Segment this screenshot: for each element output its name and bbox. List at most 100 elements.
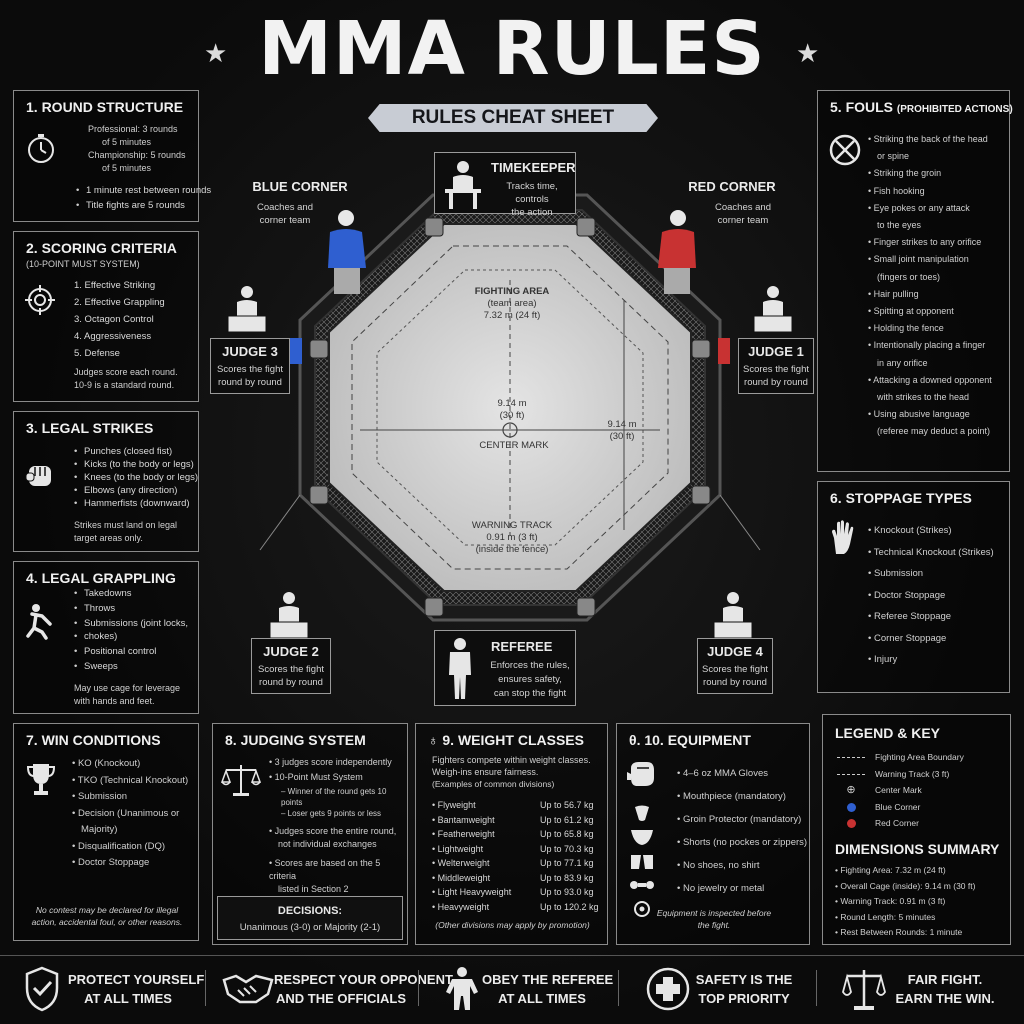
target-icon [25,285,55,315]
judge3-desk-icon [227,286,267,333]
mouthpiece-icon [635,805,649,821]
foul-item: • Eye pokes or any attack [868,202,970,213]
win-item-cont: Majority) [81,824,118,835]
foul-item: • Attacking a downed opponent [868,374,992,385]
weight-class-limit: Up to 83.9 kg [540,872,594,883]
judging-item: • Scores are based on the 5 criteria [269,858,381,881]
criteria-item: 2. Effective Grappling [74,297,165,308]
weights-intro: Fighters compete within weight classes. [432,755,591,765]
warning-track-label: WARNING TRACK 0.91 m (3 ft) (inside the … [471,520,553,555]
dimension-vertical: 9.14 m(30 ft) [497,398,527,421]
foul-item: • Hair pulling [868,288,919,299]
weight-class-limit: Up to 77.1 kg [540,858,594,868]
panel-title: 6. STOPPAGE TYPES [830,490,972,506]
timekeeper-title: TIMEKEEPER [491,160,576,175]
referee-icon [449,638,471,699]
panel-title: 3. LEGAL STRIKES [26,420,154,436]
judging-item: • Judges score the entire round, [269,826,397,836]
panel-win-conditions: 7. WIN CONDITIONS • KO (Knockout) • TKO … [13,723,199,941]
foul-item-cont: to the eyes [877,220,922,231]
win-item: • Doctor Stoppage [72,857,150,868]
judge2-title: JUDGE 2 [263,644,319,659]
legend-item-blue-corner: Blue Corner [837,799,964,816]
list-item: Kicks (to the body or legs) [74,458,198,471]
red-corner-coach-figure [658,210,696,294]
panel-title: 4. LEGAL GRAPPLING [26,570,176,586]
stoppage-item: • Knockout (Strikes) [868,525,952,536]
legend-items: Fighting Area Boundary Warning Track (3 … [837,749,964,832]
panel-legend: LEGEND & KEY Fighting Area Boundary Warn… [822,714,1011,945]
equipment-prefix: θ. [629,732,641,748]
groin-protector-icon [631,830,653,845]
octagon-diagram [259,193,761,622]
fouls-title-suffix: (PROHIBITED ACTIONS) [896,104,1013,115]
legend-item-warning-track: Warning Track (3 ft) [837,766,964,783]
judge4-desk-icon [713,592,753,639]
referee-box: REFEREE Enforces the rules,ensures safet… [434,630,576,706]
scales-of-justice-icon [842,970,886,1010]
page-title: MMA RULES [258,6,766,92]
footer-item-fair-fight: FAIR FIGHT.EARN THE WIN. [895,972,995,1006]
judge2-desk-icon [269,592,309,639]
list-item: Takedowns [74,587,188,600]
foul-item: • Striking the groin [868,168,942,179]
foul-item: • Using abusive language [868,409,970,420]
round-line: Professional: 3 rounds [88,124,178,134]
foul-item-cont: or spine [877,151,910,162]
legend-item-center-mark: ⊕Center Mark [837,782,964,799]
referee-sub: Enforces the rules,ensures safety,can st… [490,660,570,699]
referee-title: REFEREE [491,639,553,654]
note-line: 10-9 is a standard round. [74,380,175,390]
list-item: Positional control [74,645,188,658]
dimensions-title: DIMENSIONS SUMMARY [835,841,1000,857]
stoppage-item: • Injury [868,654,898,665]
judge3-title: JUDGE 3 [222,344,278,359]
panel-title: 1. ROUND STRUCTURE [26,99,184,115]
judge1-desk-icon [753,286,793,333]
legend-item-red-corner: Red Corner [837,815,964,832]
weights-prefix: ♁ [428,732,439,748]
weight-class-name: • Flyweight [432,800,476,810]
weights-intro: (Examples of common divisions) [432,779,555,789]
crosshair-icon: ⊕ [846,784,856,796]
stoppage-item: • Submission [868,568,924,579]
foul-item: • Finger strikes to any orifice [868,237,982,248]
note-line: Judges score each round. [74,367,178,377]
weight-class-limit: Up to 56.7 kg [540,800,594,810]
fighting-area-label: FIGHTING AREA (team area) 7.32 m (24 ft) [474,286,550,321]
panel-legal-grappling: 4. LEGAL GRAPPLING Takedowns Throws Subm… [13,561,199,714]
panel-title: 2. SCORING CRITERIA [26,240,177,256]
judging-subitem: – Winner of the round gets 10 points [281,787,387,807]
win-item: • TKO (Technical Knockout) [72,774,189,786]
center-mark-label: CENTER MARK [479,440,549,451]
list-item: Submissions (joint locks, [74,617,188,630]
foul-item-cont: (fingers or toes) [877,271,941,282]
legend-item-fighting-area: Fighting Area Boundary [837,749,964,766]
no-shoes-icon [630,881,654,889]
center-mark [502,422,518,438]
win-item: • KO (Knockout) [72,758,141,769]
foul-item: • Spitting at opponent [868,306,954,317]
dimension-item: • Rest Between Rounds: 1 minute [835,927,963,937]
judge4-title: JUDGE 4 [707,644,763,659]
weights-title: 9. WEIGHT CLASSES [442,732,584,748]
